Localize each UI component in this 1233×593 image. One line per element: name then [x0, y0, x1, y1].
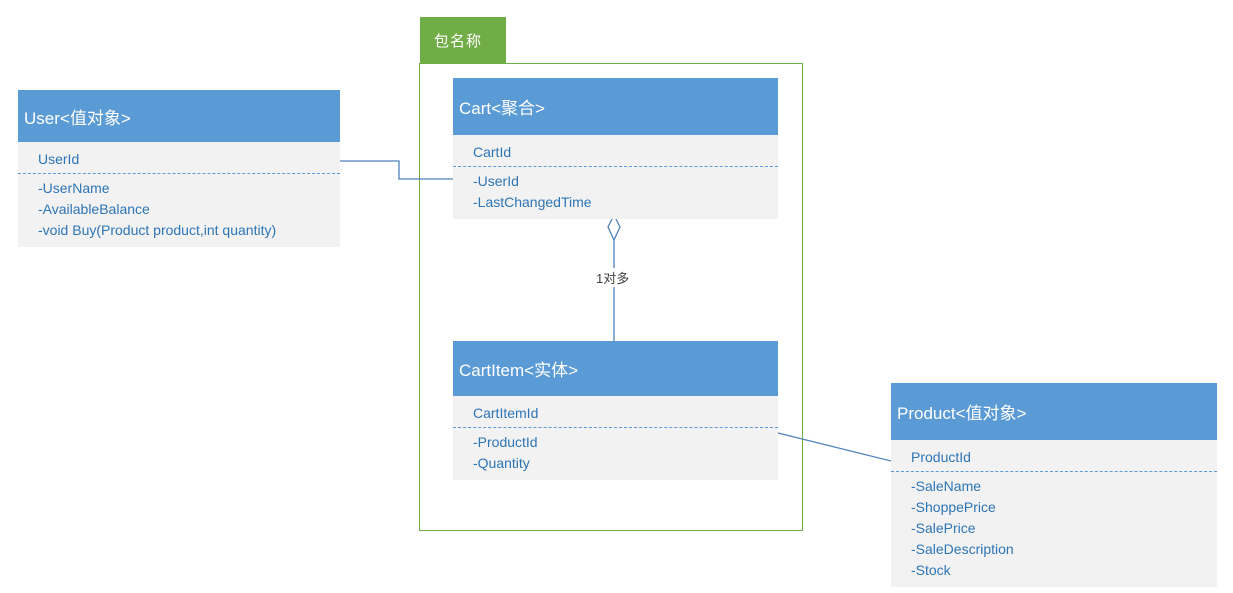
attribute-row: -Quantity: [473, 455, 530, 471]
class-header-product: Product<值对象>: [891, 383, 1217, 440]
attribute-row: -AvailableBalance: [38, 201, 150, 217]
class-title-product: Product<值对象>: [897, 404, 1027, 423]
key-attribute-cartitem: CartItemId: [453, 396, 778, 428]
key-attribute-user: UserId: [18, 142, 340, 174]
multiplicity-label: 1对多: [594, 268, 632, 287]
attribute-row: -ShoppePrice: [911, 499, 996, 515]
key-attribute-cart: CartId: [453, 135, 778, 167]
key-attribute-product: ProductId: [891, 440, 1217, 472]
class-body-cart: CartId -UserId -LastChangedTime: [453, 135, 778, 219]
attribute-row: -UserName: [38, 180, 110, 196]
class-header-user: User<值对象>: [18, 90, 340, 142]
attribute-row: -Stock: [911, 562, 951, 578]
attribute-section-product: -SaleName -ShoppePrice -SalePrice -SaleD…: [891, 472, 1217, 587]
class-header-cartitem: CartItem<实体>: [453, 341, 778, 396]
class-title-cart: Cart<聚合>: [459, 99, 545, 118]
attribute-row: -SaleName: [911, 478, 982, 494]
class-body-cartitem: CartItemId -ProductId -Quantity: [453, 396, 778, 480]
attribute-row: -ProductId: [473, 434, 538, 450]
class-header-cart: Cart<聚合>: [453, 78, 778, 135]
attribute-row: -SalePrice: [911, 520, 976, 536]
attribute-row: -void Buy(Product product,int quantity): [38, 222, 277, 238]
package-label[interactable]: 包名称: [420, 17, 506, 63]
attribute-section-user: -UserName -AvailableBalance -void Buy(Pr…: [18, 174, 340, 247]
class-box-cartitem[interactable]: CartItem<实体> CartItemId -ProductId -Quan…: [453, 341, 778, 480]
attribute-row: -SaleDescription: [911, 541, 1014, 557]
class-box-product[interactable]: Product<值对象> ProductId -SaleName -Shoppe…: [891, 383, 1217, 587]
attribute-section-cartitem: -ProductId -Quantity: [453, 428, 778, 480]
attribute-row: -LastChangedTime: [473, 194, 592, 210]
attribute-section-cart: -UserId -LastChangedTime: [453, 167, 778, 219]
class-title-user: User<值对象>: [24, 108, 131, 128]
class-title-cartitem: CartItem<实体>: [459, 361, 579, 380]
class-body-product: ProductId -SaleName -ShoppePrice -SalePr…: [891, 440, 1217, 587]
class-body-user: UserId -UserName -AvailableBalance -void…: [18, 142, 340, 247]
package-boundary[interactable]: [419, 63, 803, 531]
attribute-row: -UserId: [473, 173, 519, 189]
class-box-user[interactable]: User<值对象> UserId -UserName -AvailableBal…: [18, 90, 340, 247]
class-box-cart[interactable]: Cart<聚合> CartId -UserId -LastChangedTime: [453, 78, 778, 219]
